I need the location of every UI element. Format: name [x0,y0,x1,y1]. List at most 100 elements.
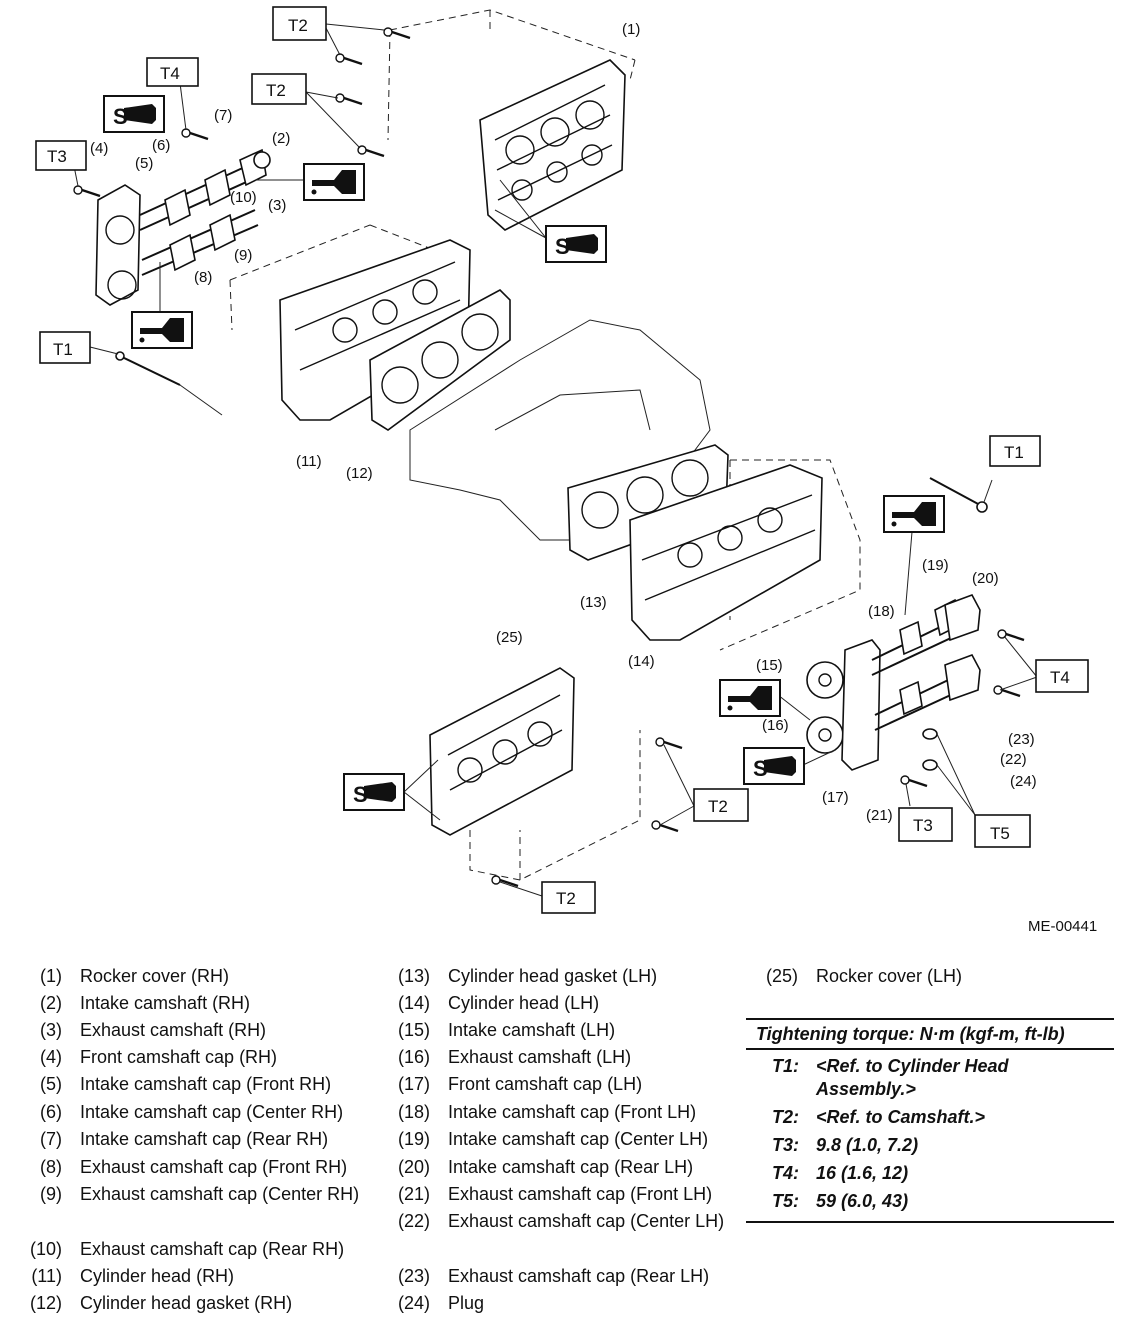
oil-symbol-4 [719,679,781,717]
svg-text:(9): (9) [234,247,252,264]
svg-text:T1: T1 [53,340,73,359]
legend-item: (20)Intake camshaft cap (Rear LH) [397,1157,694,1177]
svg-text:(21): (21) [866,807,893,824]
callout-1: (1) [622,21,640,38]
svg-text:S: S [353,782,368,807]
svg-text:T4: T4 [160,64,180,83]
torque-heading: Tightening torque: N·m (kgf-m, ft-lb) [746,1018,1114,1050]
callout-13: (13) [580,594,607,611]
legend-item: (12)Cylinder head gasket (RH) [29,1293,293,1313]
svg-text:T5: T5 [990,824,1010,843]
svg-text:T2: T2 [708,797,728,816]
rocker-cover-rh [387,9,636,231]
legend-item: (4)Front camshaft cap (RH) [40,1047,278,1067]
torque-box-t2-bottom: T2 [541,881,596,914]
legend-item: (5)Intake camshaft cap (Front RH) [40,1074,332,1094]
callouts-rh-cam: (4) (5) (6) (7) (2) (10) (3) (9) (8) [90,107,290,286]
bolts [72,26,1026,888]
callout-25: (25) [496,629,523,646]
exploded-diagram: (1) (4) (5) (6) (7) (2) (10) (3) (9) (8)… [35,6,1097,935]
torque-row: T1:<Ref. to Cylinder Head Assembly.> [772,1056,1009,1099]
callout-12: (12) [346,465,373,482]
oil-symbol-3 [883,495,945,533]
svg-text:S: S [753,756,768,781]
leader-lines [73,23,1038,897]
legend-item: (24)Plug [397,1293,485,1313]
cylinder-head-gasket-rh [369,289,511,431]
sealant-symbol-1: S [103,95,165,133]
torque-box-t3-lh: T3 [898,807,953,842]
svg-text:(6): (6) [152,137,170,154]
legend-item: (10)Exhaust camshaft cap (Rear RH) [29,1239,345,1259]
svg-text:T2: T2 [288,16,308,35]
svg-text:(24): (24) [1010,773,1037,790]
legend-item: (23)Exhaust camshaft cap (Rear LH) [397,1266,710,1286]
legend-item: (8)Exhaust camshaft cap (Front RH) [40,1157,348,1177]
legend-item: (18)Intake camshaft cap (Front LH) [397,1102,697,1122]
legend-item: (7)Intake camshaft cap (Rear RH) [40,1129,329,1149]
legend-item: (2)Intake camshaft (RH) [40,993,251,1013]
svg-text:(15): (15) [756,657,783,674]
tightening-torque-table: Tightening torque: N·m (kgf-m, ft-lb) T1… [746,1018,1114,1223]
torque-box-t2-lh: T2 [693,788,749,822]
camshaft-assembly-lh [806,594,981,771]
svg-text:(16): (16) [762,717,789,734]
legend-item: (9)Exhaust camshaft cap (Center RH) [40,1184,360,1204]
callout-11: (11) [296,453,322,470]
svg-text:(19): (19) [922,557,949,574]
torque-row: T3:9.8 (1.0, 7.2) [772,1135,919,1155]
legend-item: (21)Exhaust camshaft cap (Front LH) [397,1184,713,1204]
oil-symbol-1 [303,163,365,201]
legend-item: (11)Cylinder head (RH) [31,1266,235,1286]
svg-text:(7): (7) [214,107,232,124]
torque-box-t5: T5 [974,814,1031,848]
sealant-symbol-4: S [343,773,405,811]
torque-row: T4:16 (1.6, 12) [772,1163,909,1183]
camshaft-assembly-rh [95,148,271,306]
svg-text:T2: T2 [266,81,286,100]
svg-text:T1: T1 [1004,443,1024,462]
svg-text:(20): (20) [972,570,999,587]
torque-box-t3-rh: T3 [35,140,87,171]
svg-text:(10): (10) [230,189,257,206]
plugs-lh [922,728,976,816]
svg-text:(17): (17) [822,789,849,806]
svg-text:(22): (22) [1000,751,1027,768]
svg-text:(8): (8) [194,269,212,286]
svg-text:(3): (3) [268,197,286,214]
svg-text:(5): (5) [135,155,153,172]
svg-text:(23): (23) [1008,731,1035,748]
torque-box-t4-rh: T4 [146,57,199,87]
torque-box-t4-lh: T4 [1035,659,1089,693]
torque-box-t1-rh: T1 [39,331,91,364]
torque-box-t1-lh: T1 [989,435,1041,467]
legend-item: (25)Rocker cover (LH) [765,966,963,986]
cylinder-head-lh [629,459,861,651]
svg-text:S: S [555,234,570,259]
torque-divider [746,1213,1114,1223]
legend-item: (14)Cylinder head (LH) [397,993,600,1013]
legend-item: (13)Cylinder head gasket (LH) [397,966,658,986]
cylinder-head-rh [229,224,471,421]
callout-14: (14) [628,653,655,670]
torque-box-t2-mid: T2 [251,73,307,105]
legend-item: (19)Intake camshaft cap (Center LH) [397,1129,709,1149]
legend-item: (17)Front camshaft cap (LH) [397,1074,643,1094]
figure-id: ME-00441 [1028,918,1097,935]
callouts-lh-cam: (19) (20) (18) (15) (16) (17) (21) (23) … [756,557,1037,824]
svg-text:T3: T3 [913,816,933,835]
legend-item: (3)Exhaust camshaft (RH) [40,1020,267,1040]
legend-item: (16)Exhaust camshaft (LH) [397,1047,632,1067]
rocker-cover-lh [429,667,641,881]
legend-item: (6)Intake camshaft cap (Center RH) [40,1102,344,1122]
parts-legend: (1)Rocker cover (RH) (2)Intake camshaft … [0,960,1136,1334]
oil-symbol-2 [131,311,193,349]
svg-text:S: S [113,104,128,129]
sealant-symbol-2: S [545,225,607,263]
legend-item: (22)Exhaust camshaft cap (Center LH) [397,1211,725,1231]
svg-text:(4): (4) [90,140,108,157]
svg-text:T4: T4 [1050,668,1070,687]
torque-row: T2:<Ref. to Camshaft.> [772,1107,986,1127]
torque-row: T5:59 (6.0, 43) [772,1191,909,1211]
legend-item: (1)Rocker cover (RH) [40,966,230,986]
